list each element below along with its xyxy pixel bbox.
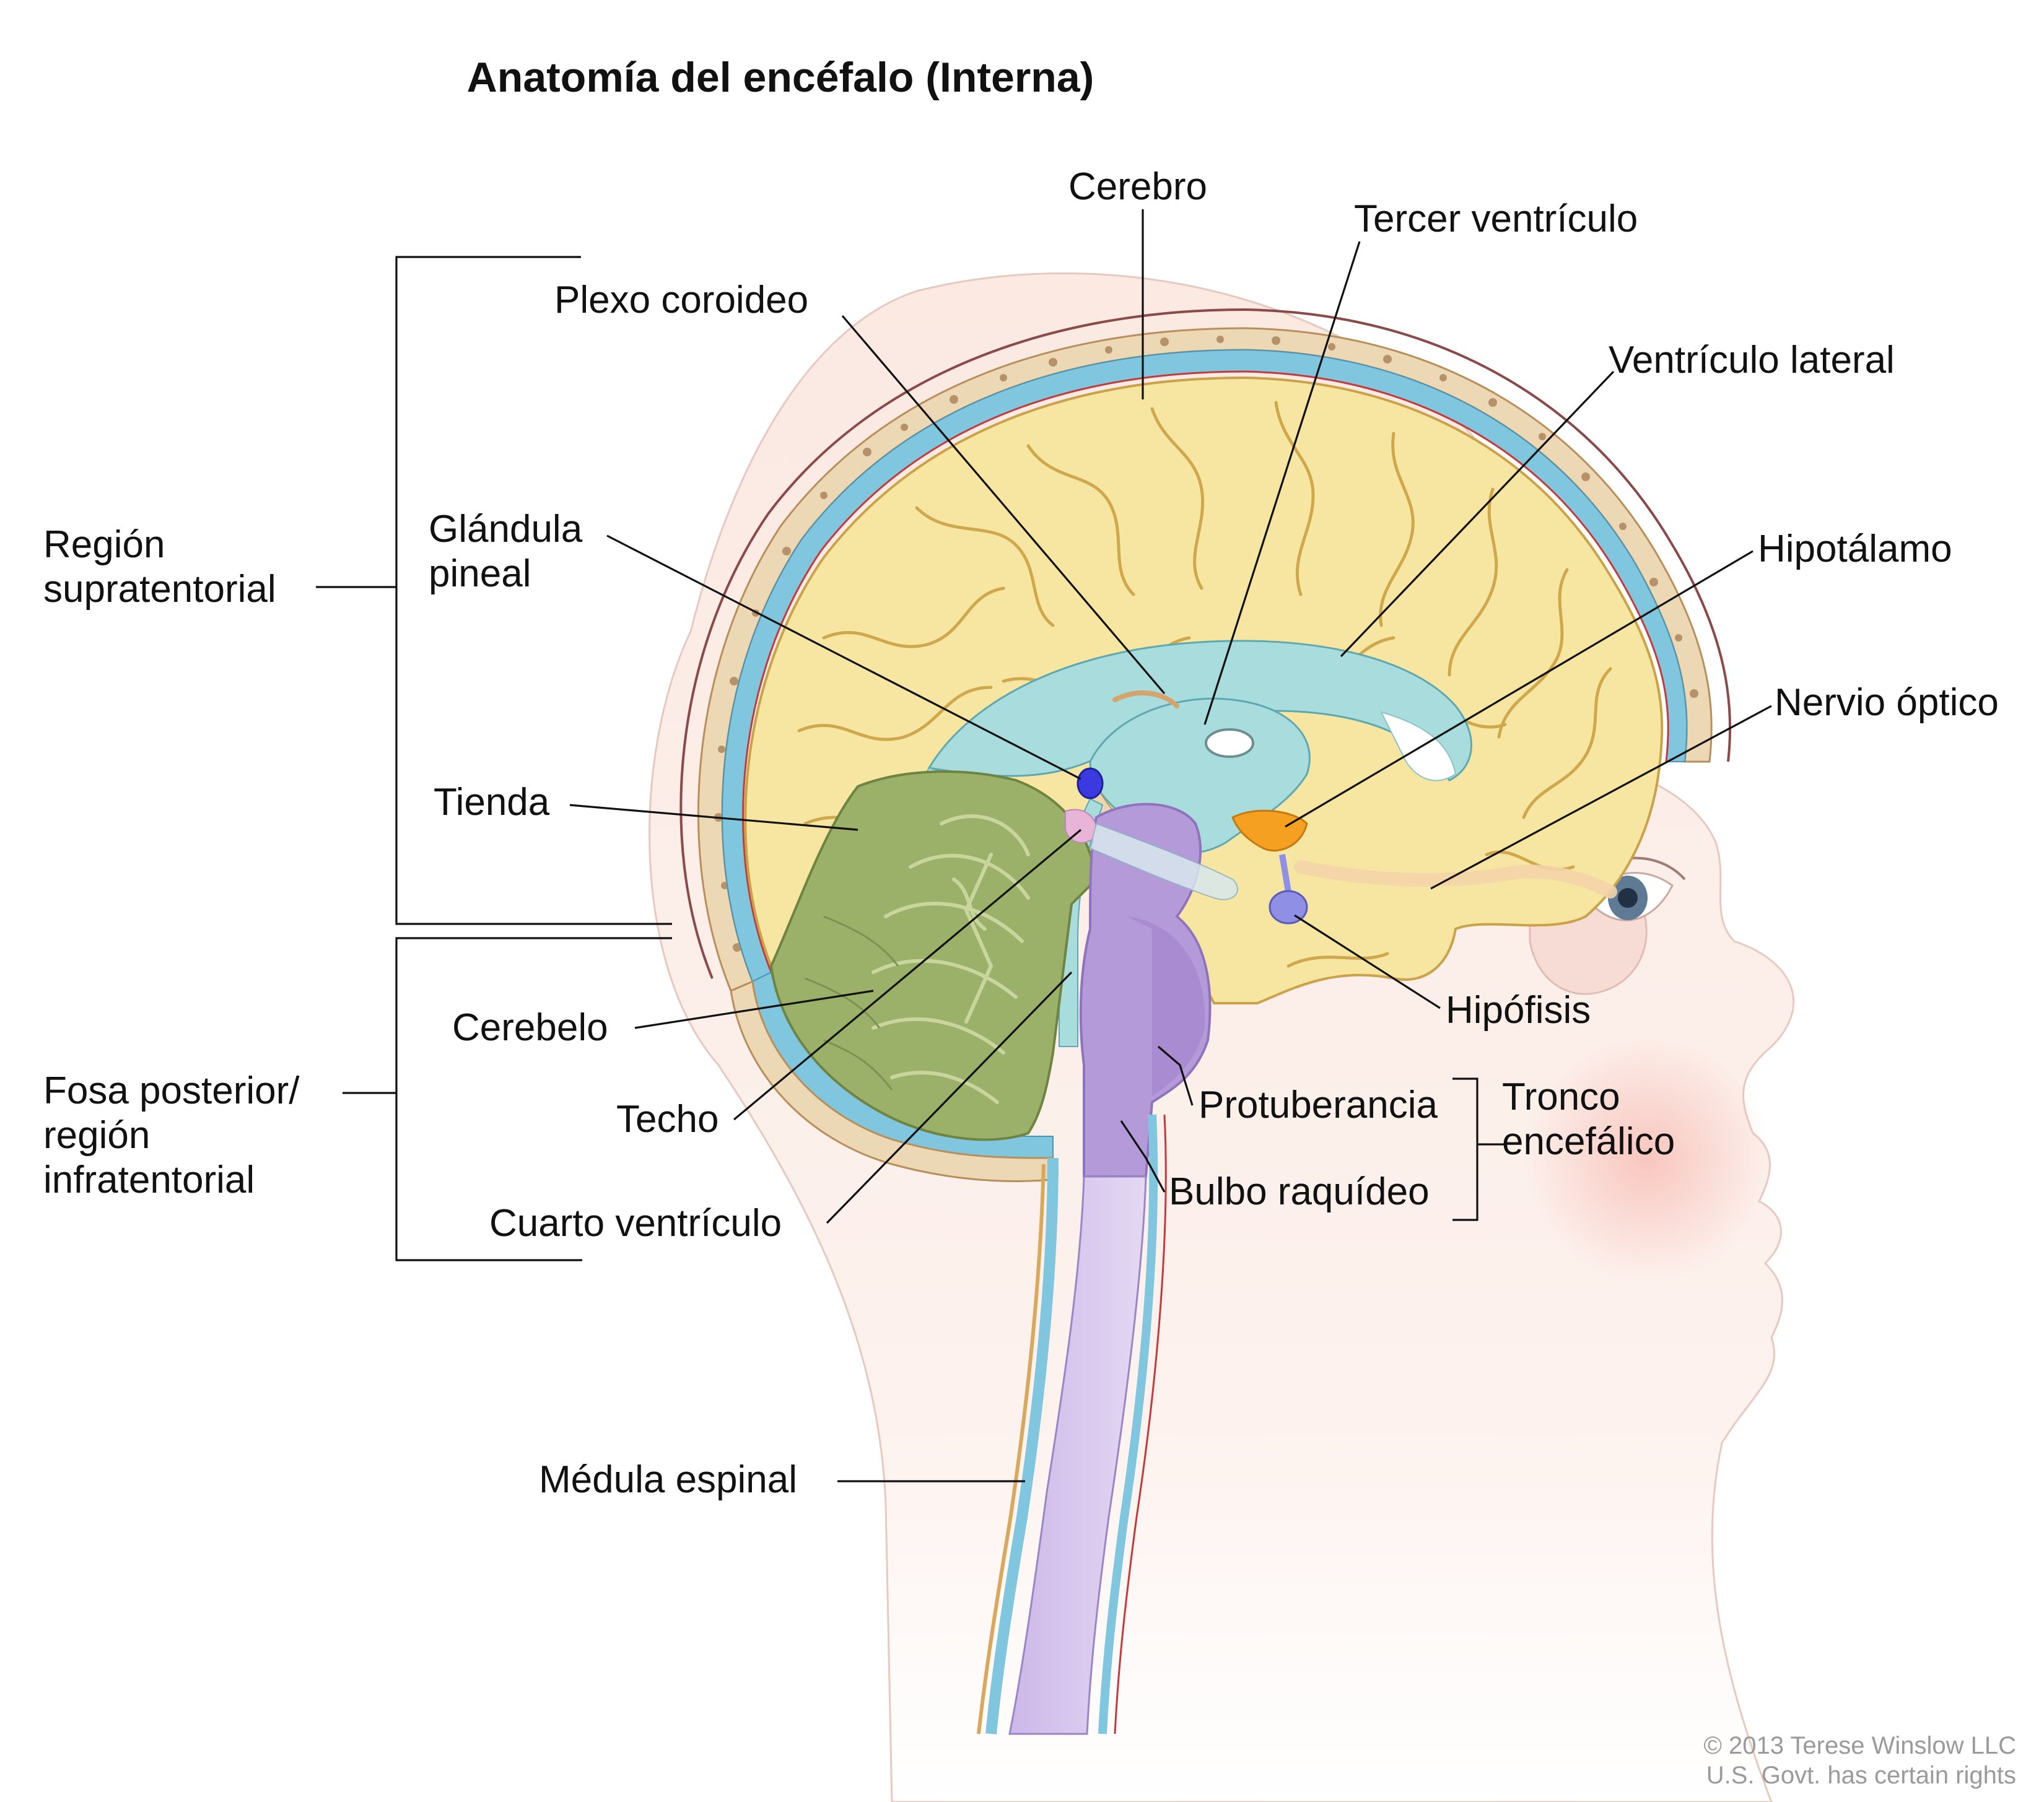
label-protuberancia: Protuberancia: [1199, 1084, 1438, 1126]
optic-nerve: [1294, 860, 1617, 899]
label-medula-espinal: Médula espinal: [539, 1458, 797, 1501]
leader-protuberancia: [1157, 1045, 1194, 1106]
pituitary-gland: [1269, 854, 1308, 925]
leader-tienda: [569, 804, 858, 831]
leader-glandula-pineal: [606, 534, 1081, 780]
leader-hipofisis: [1294, 914, 1441, 1009]
leader-ventriculo-lateral: [1340, 370, 1615, 658]
leader-plexo-coroideo: [841, 315, 1166, 695]
label-hipotalamo: Hipotálamo: [1758, 528, 1952, 570]
label-plexo-coroideo: Plexo coroideo: [554, 279, 808, 321]
label-fosa-posterior-line3: infratentorial: [43, 1159, 255, 1201]
leader-techo: [733, 829, 1082, 1121]
label-glandula-pineal-line2: pineal: [429, 552, 531, 595]
diagram-title: Anatomía del encéfalo (Interna): [467, 54, 1094, 101]
region-brackets: [316, 256, 1505, 1261]
copyright-line2: U.S. Govt. has certain rights: [1706, 1762, 2016, 1789]
cerebellum: [769, 770, 1098, 1141]
brainstem: [977, 803, 1212, 1735]
leader-hipotalamo: [1285, 550, 1754, 828]
leader-lines: [569, 209, 1772, 1482]
copyright-line1: © 2013 Terese Winslow LLC: [1703, 1732, 2016, 1759]
bracket-infratentorial: [395, 937, 672, 1261]
label-nervio-optico: Nervio óptico: [1775, 681, 1999, 724]
label-fosa-posterior-line2: región: [43, 1114, 150, 1157]
eye: [1578, 856, 1686, 921]
pineal-gland: [1077, 767, 1104, 799]
label-fosa-posterior-line1: Fosa posterior/: [43, 1069, 300, 1112]
cerebellar-fissures: [805, 915, 899, 1090]
label-cerebro: Cerebro: [1068, 165, 1207, 208]
label-hipofisis: Hipófisis: [1446, 989, 1591, 1032]
leader-tercer-ventriculo: [1203, 241, 1361, 725]
label-cuarto-ventriculo: Cuarto ventrículo: [489, 1202, 782, 1245]
bracket-supratentorial: [395, 256, 672, 925]
label-tercer-ventriculo: Tercer ventrículo: [1354, 198, 1638, 240]
label-ventriculo-lateral: Ventrículo lateral: [1609, 339, 1895, 381]
labels: Cerebro Tercer ventrículo Plexo coroideo…: [43, 165, 1999, 1501]
cerebellar-folia: [871, 814, 1030, 1104]
label-techo: Techo: [616, 1098, 718, 1141]
skull-texture: [714, 336, 1698, 952]
label-region-supratentorial-line1: Región: [43, 523, 165, 566]
label-tienda: Tienda: [434, 781, 550, 824]
leader-cerebelo: [634, 990, 874, 1029]
leader-cuarto-ventriculo: [826, 971, 1073, 1224]
label-tronco-encefalico-line2: encefálico: [1502, 1120, 1675, 1163]
label-bulbo-raquideo: Bulbo raquídeo: [1169, 1170, 1430, 1213]
label-tronco-encefalico-line1: Tronco: [1502, 1076, 1620, 1118]
deep-structures: [1065, 767, 1617, 925]
label-glandula-pineal-line1: Glándula: [429, 508, 583, 551]
hypothalamus: [1231, 809, 1308, 852]
label-cerebelo: Cerebelo: [452, 1006, 608, 1049]
bracket-tronco-encefalico: [1452, 1077, 1478, 1221]
leader-bulbo-raquideo: [1120, 1120, 1166, 1193]
label-region-supratentorial-line2: supratentorial: [43, 568, 276, 611]
leader-nervio-optico: [1430, 705, 1772, 890]
